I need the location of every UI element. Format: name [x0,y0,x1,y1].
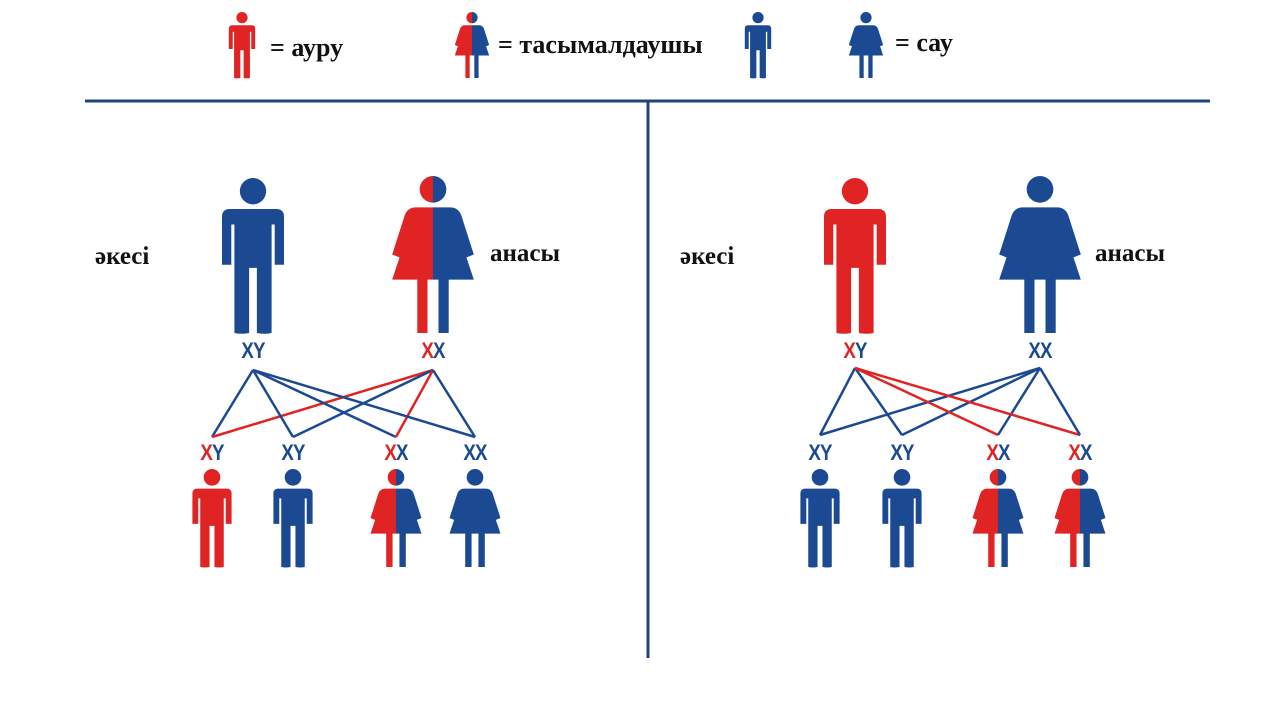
left-child-1-male-icon [192,469,232,568]
right-father-to-child-4-line [854,366,1081,437]
chromosome-letter: X [1068,440,1080,465]
left-father-to-child-1-line [210,369,255,438]
right-child-2-male-icon [882,469,922,568]
left-father-to-child-2-line [251,369,295,438]
chromosome-letter: X [281,440,293,465]
chromosome-letter: X [1028,338,1040,363]
legend-2-male-icon [744,12,772,79]
mother-label-right: анасы [1095,240,1166,267]
mother-label-left: анасы [490,240,561,267]
left-child-2-male-icon [273,469,313,568]
chromosome-letter: X [808,440,820,465]
right-mother-chromosomes: XX [1028,338,1052,364]
chromosome-letter: X [1080,440,1092,465]
chromosome-letter: Y [820,440,832,465]
right-father-male-icon [824,178,886,334]
right-mother-to-child-1-line [819,366,1041,437]
chromosome-letter: X [463,440,475,465]
chromosome-letter: X [890,440,902,465]
left-father-to-child-4-line [252,368,476,439]
right-mother-to-child-3-line [996,367,1042,436]
left-child-4-female-icon [449,469,501,567]
left-father-chromosomes: XY [241,338,265,364]
chromosome-letter: Y [855,338,867,363]
chromosome-letter: Y [902,440,914,465]
chromosome-letter: X [475,440,487,465]
chromosome-letter: Y [253,338,265,363]
right-father-to-child-2-line [853,367,904,436]
legend-1-female-icon [454,12,490,78]
left-mother-female-icon [392,176,474,333]
chromosome-letter: X [200,440,212,465]
chromosome-letter: Y [293,440,305,465]
legend-0-male-icon [228,12,256,79]
left-child-1-chromosomes: XY [200,440,224,466]
chromosome-letter: X [433,338,445,363]
left-father-to-child-3-line [252,368,397,439]
right-child-4-female-icon [1054,469,1106,567]
right-mother-female-icon [999,176,1081,333]
left-father-male-icon [222,178,284,334]
left-mother-to-child-3-line [394,369,435,438]
legend-label-carrier: = тасымалдаушы [498,30,703,59]
left-mother-to-child-4-line [431,369,477,438]
left-child-3-female-icon [370,469,422,567]
right-father-to-child-3-line [854,366,999,437]
right-child-4-chromosomes: XX [1068,440,1092,466]
father-label-right: әкесі [680,243,735,270]
right-father-to-child-1-line [818,367,857,436]
chromosome-letter: X [421,338,433,363]
left-child-3-chromosomes: XX [384,440,408,466]
right-father-chromosomes: XY [843,338,867,364]
legend-3-female-icon [848,12,884,78]
legend-label-healthy: = сау [895,28,953,57]
chromosome-letter: X [384,440,396,465]
right-child-2-chromosomes: XY [890,440,914,466]
right-child-1-male-icon [800,469,840,568]
legend-label-affected: = ауру [270,33,344,62]
chromosome-letter: X [241,338,253,363]
left-mother-chromosomes: XX [421,338,445,364]
right-child-3-chromosomes: XX [986,440,1010,466]
father-label-left: әкесі [95,243,150,270]
chromosome-letter: X [843,338,855,363]
chromosome-letter: X [998,440,1010,465]
right-child-3-female-icon [972,469,1024,567]
right-child-1-chromosomes: XY [808,440,832,466]
left-child-4-chromosomes: XX [463,440,487,466]
chromosome-letter: Y [212,440,224,465]
right-mother-to-child-4-line [1038,367,1082,436]
left-child-2-chromosomes: XY [281,440,305,466]
chromosome-letter: X [1040,338,1052,363]
chromosome-letter: X [396,440,408,465]
chromosome-letter: X [986,440,998,465]
